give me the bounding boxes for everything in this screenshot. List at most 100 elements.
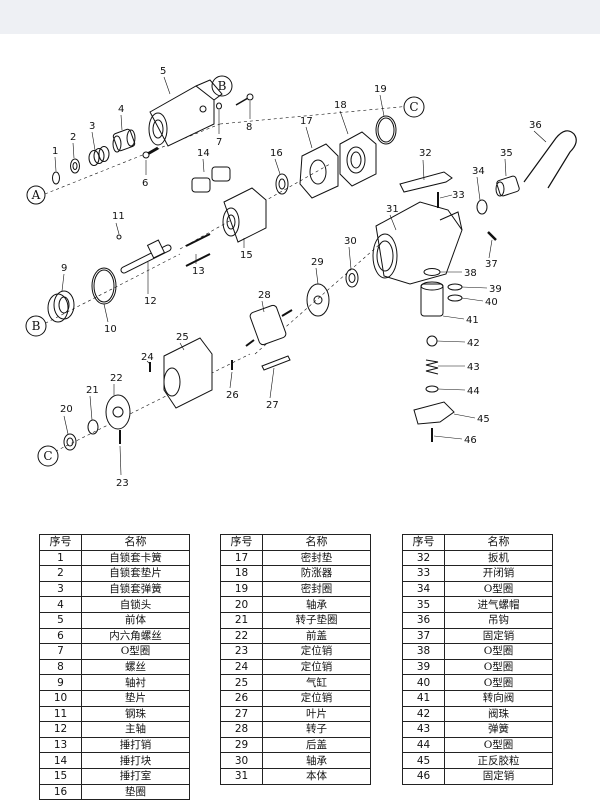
part-32-trigger xyxy=(399,171,453,193)
callout-8: 8 xyxy=(246,122,252,133)
callout-37: 37 xyxy=(485,259,498,270)
part-15-hammer-chamber xyxy=(222,187,267,243)
part-45-reverse-knob xyxy=(413,401,455,425)
header-no: 序号 xyxy=(402,534,445,551)
part-35-inlet-nut xyxy=(495,175,520,197)
part-22-front-cover xyxy=(105,394,131,430)
svg-text:C: C xyxy=(43,449,52,463)
callout-13: 13 xyxy=(192,266,205,277)
callout-30: 30 xyxy=(344,236,357,247)
part-13-hammer-pins xyxy=(185,233,211,267)
exploded-parts-diagram: A B C B C xyxy=(0,34,600,514)
callout-20: 20 xyxy=(60,404,73,415)
part-29-rear-cover xyxy=(306,283,330,317)
callout-46: 46 xyxy=(464,435,477,446)
svg-text:A: A xyxy=(31,188,41,202)
part-31-body xyxy=(372,201,463,285)
axis-line-upper xyxy=(44,105,411,195)
top-band xyxy=(0,0,600,34)
part-17-gasket xyxy=(299,143,339,199)
callout-11: 11 xyxy=(112,211,125,222)
callout-40: 40 xyxy=(485,297,498,308)
callout-9: 9 xyxy=(61,263,67,274)
callout-29: 29 xyxy=(311,257,324,268)
part-39-o-ring xyxy=(447,283,463,291)
header-name: 名称 xyxy=(262,534,371,551)
header-name: 名称 xyxy=(444,534,553,551)
callout-44: 44 xyxy=(467,386,480,397)
callout-15: 15 xyxy=(240,250,253,261)
callout-2: 2 xyxy=(70,132,76,143)
callout-35: 35 xyxy=(500,148,513,159)
callout-43: 43 xyxy=(467,362,480,373)
callout-19: 19 xyxy=(374,84,387,95)
callout-6: 6 xyxy=(142,178,148,189)
ref-circle-c-left: C xyxy=(37,445,59,467)
part-21-rotor-washer xyxy=(87,419,99,435)
ref-circle-b-left: B xyxy=(25,315,47,337)
part-7-o-ring xyxy=(216,102,222,110)
part-27-vane xyxy=(261,355,291,371)
part-6-hex-screw xyxy=(142,146,159,159)
part-37-fixed-pin xyxy=(487,231,497,241)
part-10-gasket xyxy=(91,267,117,305)
part-5-front-body xyxy=(148,79,223,147)
callout-1: 1 xyxy=(52,146,58,157)
ref-circle-a-left: A xyxy=(26,185,46,205)
part-44-o-ring xyxy=(425,385,439,393)
callout-42: 42 xyxy=(467,338,480,349)
callout-27: 27 xyxy=(266,400,279,411)
svg-text:C: C xyxy=(409,100,418,114)
header-name: 名称 xyxy=(81,534,190,551)
callout-24: 24 xyxy=(141,352,154,363)
axis-line-middle xyxy=(39,163,331,327)
callout-23: 23 xyxy=(116,478,129,489)
callout-14: 14 xyxy=(197,148,210,159)
callout-41: 41 xyxy=(466,315,479,326)
part-41-reverse-valve xyxy=(420,281,444,317)
callout-7: 7 xyxy=(216,137,222,148)
callout-25: 25 xyxy=(176,332,189,343)
part-40-o-ring xyxy=(447,294,463,302)
part-3-spring xyxy=(88,146,110,166)
callout-12: 12 xyxy=(144,296,157,307)
part-12-main-shaft xyxy=(120,239,172,274)
part-30-bearing xyxy=(345,268,359,288)
header-no: 序号 xyxy=(39,534,82,551)
